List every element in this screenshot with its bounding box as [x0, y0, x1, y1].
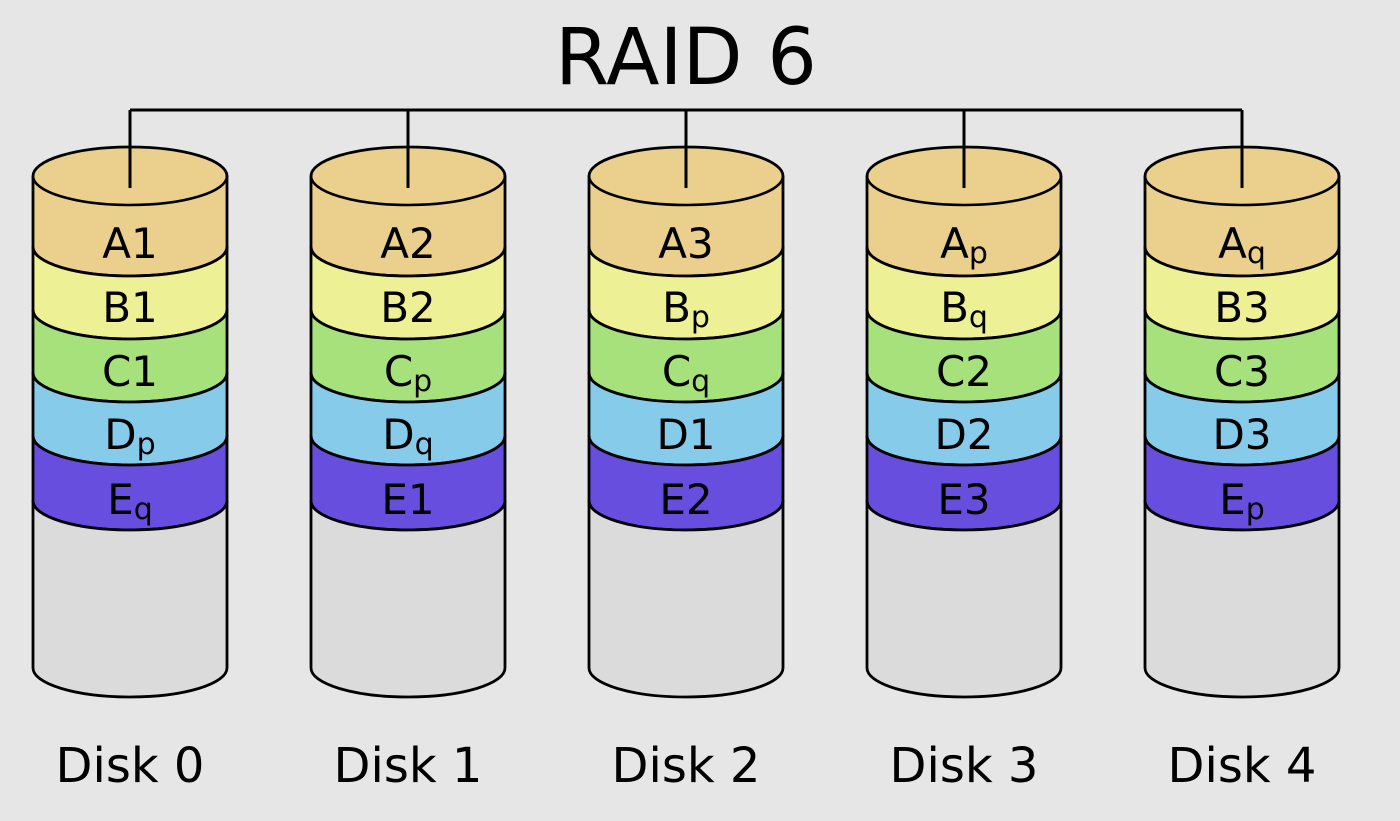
block-label: Bp	[662, 283, 710, 335]
block-label-main: C1	[102, 347, 158, 396]
block-label-main: D1	[656, 410, 715, 459]
block-label-main: E	[1219, 475, 1246, 524]
block-label-main: A	[940, 219, 969, 268]
block-label-main: B	[940, 283, 969, 332]
block-label: E1	[381, 475, 434, 524]
block-label: B2	[380, 283, 436, 332]
block-label: D1	[656, 410, 715, 459]
block-label: C1	[102, 347, 158, 396]
block-label-sub: p	[691, 300, 710, 335]
block-label-main: A	[1218, 219, 1247, 268]
block-label-sub: q	[1247, 236, 1266, 271]
disk-3: Ap Bq C2 D2 E3 Disk 3	[865, 110, 1063, 794]
block-label-sub: q	[134, 492, 153, 527]
block-label-sub: p	[413, 364, 432, 399]
block-label-main: B2	[380, 283, 436, 332]
disk-1: A2 B2 Cp Dq E1 Disk 1	[309, 110, 507, 794]
disk-name-label: Disk 1	[334, 738, 483, 794]
block-label-main: C2	[936, 347, 992, 396]
block-label: B3	[1214, 283, 1270, 332]
block-label: D2	[934, 410, 993, 459]
block-label: Aq	[1218, 219, 1266, 271]
disk-2: A3 Bp Cq D1 E2 Disk 2	[587, 110, 785, 794]
block-label-main: D2	[934, 410, 993, 459]
block-label-main: B3	[1214, 283, 1270, 332]
block-label: Dq	[382, 410, 433, 462]
block-label-main: C3	[1214, 347, 1270, 396]
block-label: Cp	[384, 347, 432, 399]
block-label: E3	[937, 475, 990, 524]
block-label-sub: q	[969, 300, 988, 335]
block-label-sub: p	[1246, 492, 1265, 527]
block-label-sub: p	[969, 236, 988, 271]
block-label: Eq	[107, 475, 153, 527]
block-label-main: A3	[658, 219, 713, 268]
block-label-main: A1	[102, 219, 157, 268]
block-label-main: E2	[659, 475, 712, 524]
block-label-main: D	[382, 410, 414, 459]
disk-name-label: Disk 3	[890, 738, 1039, 794]
disk-4: Aq B3 C3 D3 Ep Disk 4	[1143, 110, 1341, 794]
block-label: Ap	[940, 219, 988, 271]
block-label: Bq	[940, 283, 988, 335]
disk-name-label: Disk 2	[612, 738, 761, 794]
block-label: Dp	[104, 410, 155, 462]
block-label-sub: q	[691, 364, 710, 399]
page-title: RAID 6	[555, 13, 817, 103]
disk-name-label: Disk 4	[1168, 738, 1317, 794]
block-label-sub: p	[137, 427, 156, 462]
block-label-sub: q	[415, 427, 434, 462]
block-label-main: C	[662, 347, 691, 396]
block-label-main: E	[107, 475, 134, 524]
block-label: B1	[102, 283, 158, 332]
block-label: A1	[102, 219, 157, 268]
block-label: A2	[380, 219, 435, 268]
block-label-main: E3	[937, 475, 990, 524]
disk-0: A1 B1 C1 Dp Eq Disk 0	[31, 110, 229, 794]
disk-name-label: Disk 0	[56, 738, 205, 794]
block-label-main: B	[662, 283, 691, 332]
block-label-main: D	[104, 410, 136, 459]
block-label-main: E1	[381, 475, 434, 524]
block-label: C3	[1214, 347, 1270, 396]
block-label: Cq	[662, 347, 710, 399]
block-label: C2	[936, 347, 992, 396]
block-label: Ep	[1219, 475, 1265, 527]
block-label-main: B1	[102, 283, 158, 332]
block-label-main: A2	[380, 219, 435, 268]
block-label: A3	[658, 219, 713, 268]
block-label: E2	[659, 475, 712, 524]
block-label-main: D3	[1212, 410, 1271, 459]
block-label-main: C	[384, 347, 413, 396]
block-label: D3	[1212, 410, 1271, 459]
